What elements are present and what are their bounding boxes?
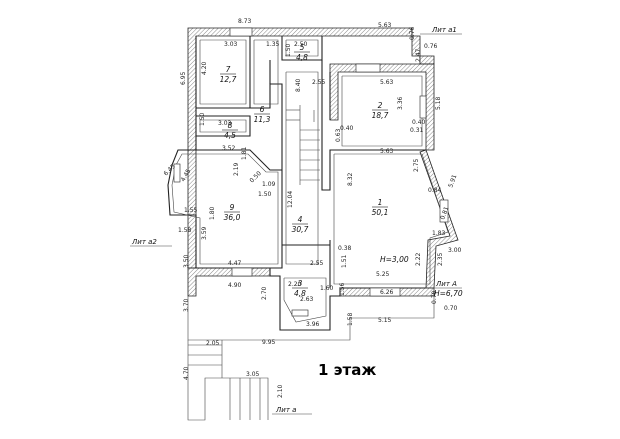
dimension-label: 2.55 <box>312 79 326 86</box>
dimension-label: 2.22 <box>415 252 422 266</box>
floor-title: 1 этаж <box>318 361 376 379</box>
dimension-label: 0.81 <box>439 206 450 221</box>
dimension-label: 5.25 <box>376 271 390 278</box>
dimension-label: 0.76 <box>424 43 438 50</box>
dimension-label: 2.55 <box>310 260 324 267</box>
dimension-label: 6.95 <box>180 71 187 85</box>
room-area: 4,8 <box>294 289 306 298</box>
dimension-label: 0.63 <box>335 128 342 142</box>
dimension-label: 3.03 <box>224 41 238 48</box>
dimension-label: 2.63 <box>300 296 314 303</box>
interior-walls <box>167 27 449 421</box>
dimension-label: 5.15 <box>378 317 392 324</box>
dimension-label: 1.58 <box>178 227 192 234</box>
dimension-label: 8.40 <box>295 78 302 92</box>
dimension-label: 2.20 <box>288 281 302 288</box>
dimension-label: 5.18 <box>435 96 442 110</box>
dimension-label: 1.58 <box>347 312 354 326</box>
dimension-label: 1.50 <box>285 43 292 57</box>
dimension-label: 6.26 <box>380 289 394 296</box>
dimension-label: 0.40 <box>412 119 426 126</box>
dimension-label: 3.52 <box>222 145 236 152</box>
dimension-label: 2.19 <box>233 162 240 176</box>
dimension-label: 3.96 <box>306 321 320 328</box>
dimension-label: 2.10 <box>277 384 284 398</box>
room-number: 1 <box>378 198 383 207</box>
room-area: 4,8 <box>296 53 308 62</box>
room-area: 36,0 <box>224 213 241 222</box>
dimension-label: 1.83 <box>432 230 446 237</box>
dimension-label: 2.05 <box>206 340 220 347</box>
dimension-label: 8.73 <box>238 18 252 25</box>
dimension-label: 3.00 <box>448 247 462 254</box>
dimension-label: 1.51 <box>341 254 348 268</box>
height-label-2: H=6,70 <box>434 289 463 298</box>
dimension-label: 1.09 <box>262 181 276 188</box>
room-number: 9 <box>230 203 235 212</box>
room-area: 30,7 <box>292 225 309 234</box>
dimension-label: 2.75 <box>413 158 420 172</box>
room-number: 4 <box>298 215 303 224</box>
dimension-label: 1.56 <box>339 282 346 296</box>
dimension-label: 5.63 <box>380 148 394 155</box>
dimension-label: 4.90 <box>228 282 242 289</box>
dimension-label: 1.55 <box>184 207 198 214</box>
dimension-label: 3.36 <box>397 96 404 110</box>
room-area: 18,7 <box>372 111 389 120</box>
dimension-label: 8.32 <box>347 172 354 186</box>
room-number: 6 <box>260 105 265 114</box>
room-area: 12,7 <box>220 75 237 84</box>
room-number: 5 <box>300 43 305 52</box>
dimension-label: 2.35 <box>437 252 444 266</box>
room-number: 3 <box>298 279 303 288</box>
dimension-label: 1.80 <box>209 206 216 220</box>
dimension-label: 2.70 <box>261 286 268 300</box>
dimension-label: 1.81 <box>241 146 248 160</box>
room-number: 7 <box>226 65 231 74</box>
dimension-label: 9.95 <box>262 339 276 346</box>
room-area: 4,5 <box>224 131 236 140</box>
lit-a-label: Лит А <box>435 280 457 288</box>
dimension-label: 5.91 <box>447 174 458 189</box>
dimension-label: 2.47 <box>415 48 422 62</box>
annotations: Лит а1 Лит а2 Лит А Лит а H=3,00 H=6,70 <box>130 26 463 415</box>
room-area: 11,3 <box>254 115 271 124</box>
room-area: 50,1 <box>372 208 389 217</box>
dimension-label: 3.05 <box>246 371 260 378</box>
dimension-label: 0.84 <box>428 187 442 194</box>
dimension-label: 0.50 <box>248 170 263 185</box>
dimension-label: 12.04 <box>287 191 294 208</box>
dimension-label: 1.50 <box>199 112 206 126</box>
dimension-label: 3.03 <box>218 120 232 127</box>
dimension-label: 0.76 <box>409 26 416 40</box>
dimension-label: 0.70 <box>431 290 438 304</box>
dimension-label: 4.70 <box>183 366 190 380</box>
dimension-label: 0.38 <box>338 245 352 252</box>
dimension-label: 5.63 <box>380 79 394 86</box>
lit-a-small-label: Лит а <box>275 406 296 414</box>
dimension-label: 4.47 <box>228 260 242 267</box>
room-number: 8 <box>228 121 233 130</box>
lit-a1-label: Лит а1 <box>431 26 457 34</box>
room-number: 2 <box>378 101 383 110</box>
dimension-label: 4.20 <box>201 61 208 75</box>
height-label-1: H=3,00 <box>380 255 409 264</box>
dimension-label: 3.50 <box>183 254 190 268</box>
lit-a2-label: Лит а2 <box>131 238 157 246</box>
dimension-label: 1.60 <box>320 285 334 292</box>
dimension-label: 5.63 <box>378 22 392 29</box>
dimension-label: 0.40 <box>340 125 354 132</box>
dimension-label: 1.50 <box>258 191 272 198</box>
dimension-label: 3.59 <box>201 226 208 240</box>
dimension-label: 0.31 <box>410 127 424 134</box>
dimension-label: 3.70 <box>183 298 190 312</box>
dimension-label: 2.50 <box>294 41 308 48</box>
dimension-label: 0.70 <box>444 305 458 312</box>
dimension-label: 1.35 <box>266 41 280 48</box>
